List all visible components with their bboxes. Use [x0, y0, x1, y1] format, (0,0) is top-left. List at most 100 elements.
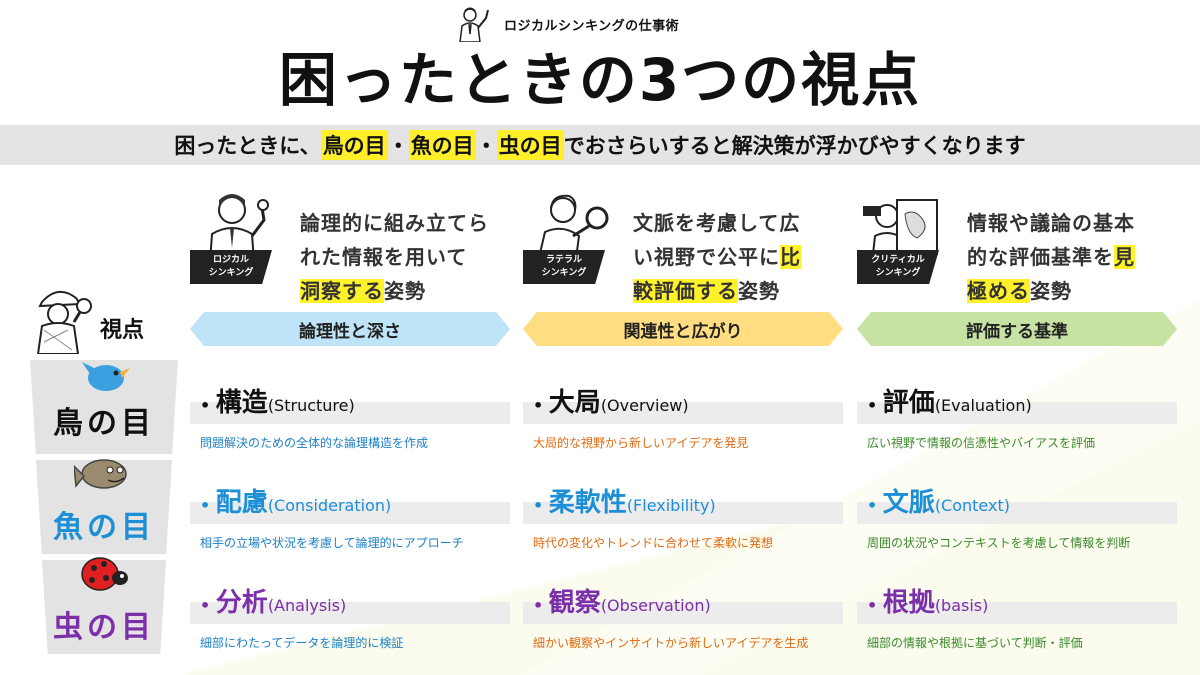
desc-line: 較評価する姿勢	[633, 274, 853, 308]
subtitle-post: でおさらいすると解決策が浮かびやすくなります	[563, 134, 1026, 158]
cell-term: • 観察(Observation)	[533, 588, 711, 618]
cell-note: 時代の変化やトレンドに合わせて柔軟に発想	[533, 536, 774, 550]
persona-tag: ロジカル シンキング	[190, 250, 272, 284]
column-header-relevance: 関連性と広がり	[523, 312, 843, 346]
cell-bar	[857, 502, 1177, 524]
detective-icon	[36, 291, 92, 354]
term-en: (Consideration)	[267, 496, 392, 515]
desc-highlight: 極める	[967, 279, 1030, 303]
column-header-logic: 論理性と深さ	[190, 312, 510, 346]
cell-note: 細かい観察やインサイトから新しいアイデアを生成	[533, 636, 809, 650]
cell-bar	[523, 602, 843, 624]
cell-note: 問題解決のための全体的な論理構造を作成	[200, 436, 429, 450]
page-title: 困ったときの3つの視点	[278, 46, 922, 114]
cell-note: 細部の情報や根拠に基づいて判断・評価	[867, 636, 1083, 650]
desc-highlight: 比	[780, 245, 801, 269]
subtitle-band: 困ったときに、 鳥の目 ・ 魚の目 ・ 虫の目 でおさらいすると解決策が浮かびや…	[0, 125, 1200, 165]
cell-bar	[857, 602, 1177, 624]
tag-line: ラテラル	[545, 255, 582, 265]
term-main: 文脈	[882, 488, 935, 518]
cell-note: 相手の立場や状況を考慮して論理的にアプローチ	[200, 536, 464, 550]
desc-line: 文脈を考慮して広	[633, 211, 801, 235]
brand: ロジカルシンキングの仕事術	[456, 6, 679, 42]
desc-highlight: 見	[1114, 245, 1135, 269]
subtitle-separator: ・	[387, 134, 409, 158]
term-en: (Observation)	[600, 596, 711, 615]
eye-label-bird: 鳥の目	[53, 406, 155, 441]
cell-note: 広い視野で情報の信憑性やバイアスを評価	[867, 436, 1096, 450]
term-main: 構造	[215, 388, 268, 418]
subtitle-separator: ・	[475, 134, 497, 158]
tag-line: ロジカル	[212, 255, 249, 265]
tag-line: シンキング	[875, 268, 921, 278]
term-en: (basis)	[934, 596, 989, 615]
cell-term: • 根拠(basis)	[867, 588, 989, 618]
term-main: 観察	[548, 588, 601, 618]
tag-line: シンキング	[208, 268, 254, 278]
cell-term: • 文脈(Context)	[867, 488, 1010, 518]
cell-note: 大局的な視野から新しいアイデアを発見	[533, 436, 749, 450]
term-main: 大局	[548, 388, 601, 418]
fish-icon	[74, 459, 127, 489]
term-en: (Context)	[934, 496, 1010, 515]
term-en: (Evaluation)	[934, 396, 1032, 415]
viewpoint-label: 視点	[100, 318, 145, 343]
desc-line: 的な評価基準を見	[967, 240, 1187, 274]
cell-note: 周囲の状況やコンテキストを考慮して情報を判断	[867, 536, 1131, 550]
desc-text: 姿勢	[384, 279, 426, 303]
persona-critical: クリティカル シンキング 情報や議論の基本 的な評価基準を見 極める姿勢	[857, 186, 1177, 303]
subtitle-highlight-fish: 魚の目	[408, 130, 476, 160]
cell-bar	[523, 502, 843, 524]
subtitle-highlight-insect: 虫の目	[496, 130, 564, 160]
desc-text: い視野で公平に	[633, 245, 780, 269]
cell-note: 細部にわたってデータを論理的に検証	[200, 636, 404, 650]
persona-tag: ラテラル シンキング	[523, 250, 605, 284]
desc-line: い視野で公平に比	[633, 240, 853, 274]
desc-highlight: 洞察する	[300, 279, 384, 303]
desc-line: 情報や議論の基本	[967, 211, 1135, 235]
term-main: 根拠	[882, 588, 935, 618]
persona-logical: ロジカル シンキング 論理的に組み立てら れた情報を用いて 洞察する姿勢	[190, 186, 510, 303]
term-en: (Structure)	[267, 396, 355, 415]
term-main: 配慮	[215, 488, 268, 518]
term-main: 柔軟性	[548, 488, 627, 518]
eye-label-fish: 魚の目	[53, 510, 155, 545]
term-en: (Overview)	[600, 396, 689, 415]
cell-term: • 柔軟性(Flexibility)	[533, 488, 716, 518]
desc-line: 極める姿勢	[967, 274, 1187, 308]
cell-term: • 大局(Overview)	[533, 388, 689, 418]
cell-term: • 分析(Analysis)	[200, 588, 347, 618]
cell-bar	[190, 402, 510, 424]
cell-term: • 評価(Evaluation)	[867, 388, 1032, 418]
desc-line: れた情報を用いて	[300, 245, 468, 269]
column-header-criteria: 評価する基準	[857, 312, 1177, 346]
subtitle-highlight-bird: 鳥の目	[320, 130, 388, 160]
desc-text: 的な評価基準を	[967, 245, 1114, 269]
term-en: (Flexibility)	[626, 496, 716, 515]
ladybug-icon	[81, 557, 128, 591]
cell-bar	[190, 602, 510, 624]
term-main: 分析	[215, 588, 268, 618]
persona-description: 文脈を考慮して広 い視野で公平に比 較評価する姿勢	[633, 206, 853, 308]
cell-term: • 構造(Structure)	[200, 388, 355, 418]
cell-term: • 配慮(Consideration)	[200, 488, 392, 518]
desc-text: 姿勢	[738, 279, 780, 303]
persona-description: 論理的に組み立てら れた情報を用いて 洞察する姿勢	[300, 206, 520, 308]
desc-highlight: 較評価する	[633, 279, 738, 303]
brand-label: ロジカルシンキングの仕事術	[504, 18, 680, 34]
subtitle-pre: 困ったときに、	[174, 134, 321, 158]
desc-line: 洞察する姿勢	[300, 274, 520, 308]
tag-line: クリティカル	[871, 255, 925, 265]
cell-bar	[190, 502, 510, 524]
bird-icon	[82, 362, 130, 391]
term-en: (Analysis)	[267, 596, 347, 615]
persona-tag: クリティカル シンキング	[857, 250, 939, 284]
eye-label-insect: 虫の目	[53, 610, 155, 645]
tag-line: シンキング	[541, 268, 587, 278]
persona-description: 情報や議論の基本 的な評価基準を見 極める姿勢	[967, 206, 1187, 308]
term-main: 評価	[882, 388, 935, 418]
thinking-man-icon	[459, 7, 489, 42]
persona-lateral: ラテラル シンキング 文脈を考慮して広 い視野で公平に比 較評価する姿勢	[523, 186, 843, 303]
desc-line: 論理的に組み立てら	[300, 211, 489, 235]
cell-bar	[523, 402, 843, 424]
